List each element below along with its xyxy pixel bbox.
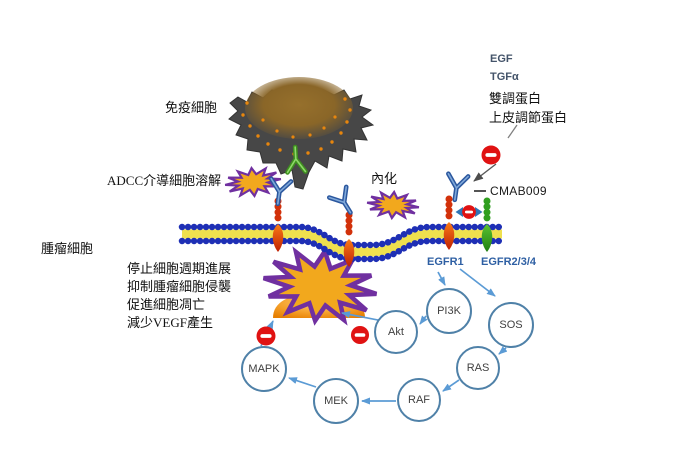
- inhibition-icon: [481, 145, 501, 165]
- ligand-tgfa-label: TGFα: [490, 71, 519, 83]
- ligand-amphiregulin-label: 雙調蛋白: [489, 91, 542, 106]
- effect-item: 促進細胞凋亡: [127, 297, 206, 312]
- node-ras: RAS: [456, 346, 500, 390]
- effect-item: 停止細胞週期進展: [127, 261, 232, 276]
- fc-receptor-green: [285, 144, 308, 175]
- antibody-adcc: [268, 176, 294, 207]
- egfr234-label: EGFR2/3/4: [481, 256, 537, 268]
- node-pi3k: PI3K: [426, 288, 472, 334]
- adcc-lysis-label: ADCC介導細胞溶解: [107, 173, 222, 188]
- immune-cell-granules: [241, 97, 352, 156]
- cmab009-label: CMAB009: [490, 184, 547, 198]
- immune-cell-nucleus: [245, 77, 353, 139]
- egfr1-label: EGFR1: [427, 256, 464, 268]
- cmab009-antibodies: [268, 171, 471, 215]
- effect-item: 抑制腫瘤細胞侵襲: [127, 279, 232, 294]
- internalization-label: 內化: [371, 171, 398, 186]
- node-akt: Akt: [374, 310, 418, 354]
- inhibition-icon: [350, 325, 370, 345]
- tumor-cell-label: 腫瘤細胞: [41, 241, 94, 256]
- inhibition-icon: [462, 205, 476, 219]
- dimerization-block: [455, 205, 483, 219]
- ligand-epiregulin-label: 上皮調節蛋白: [489, 110, 568, 125]
- ligand-block-line: [507, 124, 518, 139]
- antibody-blocking: [446, 171, 471, 203]
- node-mapk: MAPK: [241, 346, 287, 392]
- effect-item: 減少VEGF產生: [127, 315, 213, 330]
- internalization-starburst: [366, 190, 420, 220]
- effects-list: 停止細胞週期進展 抑制腫瘤細胞侵襲 促進細胞凋亡 減少VEGF產生: [127, 260, 231, 332]
- node-mek: MEK: [313, 378, 359, 424]
- antibody-internalized: [326, 184, 353, 215]
- node-raf: RAF: [397, 378, 441, 422]
- node-sos: SOS: [488, 302, 534, 348]
- ligand-egf-label: EGF: [490, 53, 513, 65]
- ligand-block-arrow: [473, 163, 497, 182]
- immune-cell-shape: [228, 77, 375, 190]
- cell-membrane: [178, 223, 506, 263]
- inhibition-icon: [256, 326, 276, 346]
- immune-cell-label: 免疫細胞: [165, 100, 218, 115]
